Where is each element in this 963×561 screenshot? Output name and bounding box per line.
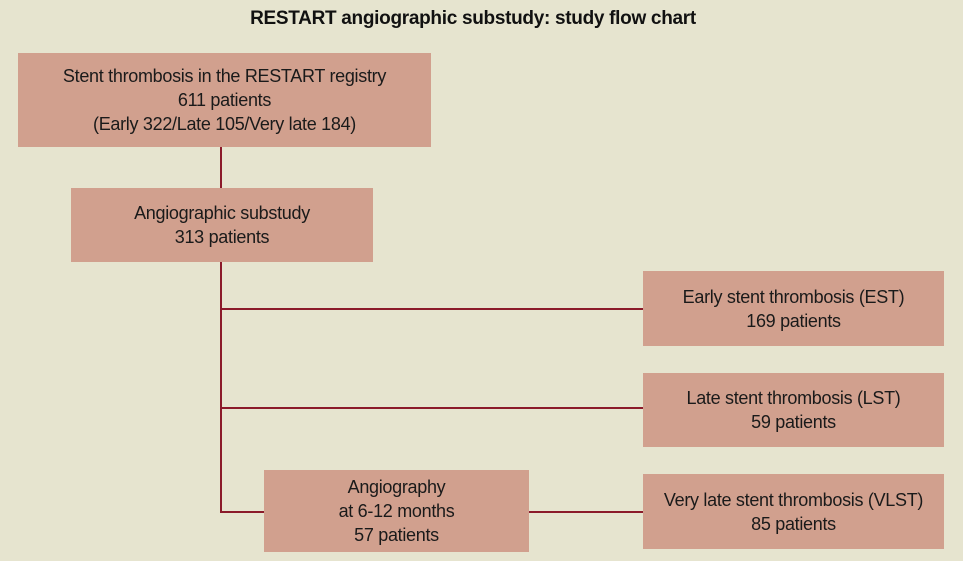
box-line: Very late stent thrombosis (VLST): [663, 489, 924, 510]
box-line: 85 patients: [751, 513, 836, 534]
vlst-box: Very late stent thrombosis (VLST) 85 pat…: [643, 474, 944, 549]
box-line: 57 patients: [354, 525, 439, 545]
substudy-box: Angiographic substudy 313 patients: [71, 188, 373, 262]
connector-trunk: [220, 262, 222, 513]
registry-box: Stent thrombosis in the RESTART registry…: [18, 53, 431, 147]
box-line: Late stent thrombosis (LST): [686, 388, 901, 408]
connector-est: [220, 308, 643, 310]
chart-title: RESTART angiographic substudy: study flo…: [250, 8, 696, 29]
box-line: Angiographic substudy: [134, 203, 310, 223]
est-box: Early stent thrombosis (EST) 169 patient…: [643, 271, 944, 346]
box-line: 59 patients: [751, 412, 836, 432]
box-line: Early stent thrombosis (EST): [682, 286, 905, 307]
connector-vlst: [529, 511, 643, 513]
box-line: 313 patients: [174, 227, 270, 247]
box-line: (Early 322/Late 105/Very late 184): [93, 114, 356, 134]
box-line: Stent thrombosis in the RESTART registry: [62, 66, 387, 86]
box-line: 169 patients: [746, 310, 841, 331]
connector-registry-substudy: [220, 147, 222, 188]
box-line: 611 patients: [177, 90, 272, 110]
lst-box: Late stent thrombosis (LST) 59 patients: [643, 373, 944, 447]
box-line: Angiography: [347, 477, 446, 497]
box-line: at 6-12 months: [338, 501, 455, 521]
connector-followup: [220, 511, 264, 513]
connector-lst: [220, 407, 643, 409]
followup-angiography-box: Angiography at 6-12 months 57 patients: [264, 470, 529, 552]
